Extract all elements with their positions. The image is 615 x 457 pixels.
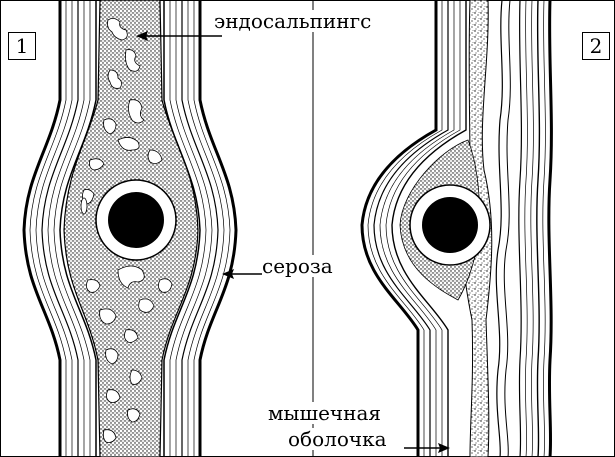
label-serosa: сероза [262,255,333,277]
panel-1-ovum-core [108,192,164,248]
panel-2-muscle-right [519,0,552,457]
panel-2-lumen-line [496,0,502,457]
panel-number-2: 2 [582,32,610,60]
label-endosalpinx: эндосальпингс [214,10,371,32]
panel-1-tube [24,0,236,457]
panel-number-1: 1 [8,32,36,60]
label-muscular-line1: мышечная [268,402,381,424]
panel-2-tube [362,0,551,457]
label-muscular-line2: оболочка [288,428,387,450]
panel-2-ovum-core [422,197,478,253]
